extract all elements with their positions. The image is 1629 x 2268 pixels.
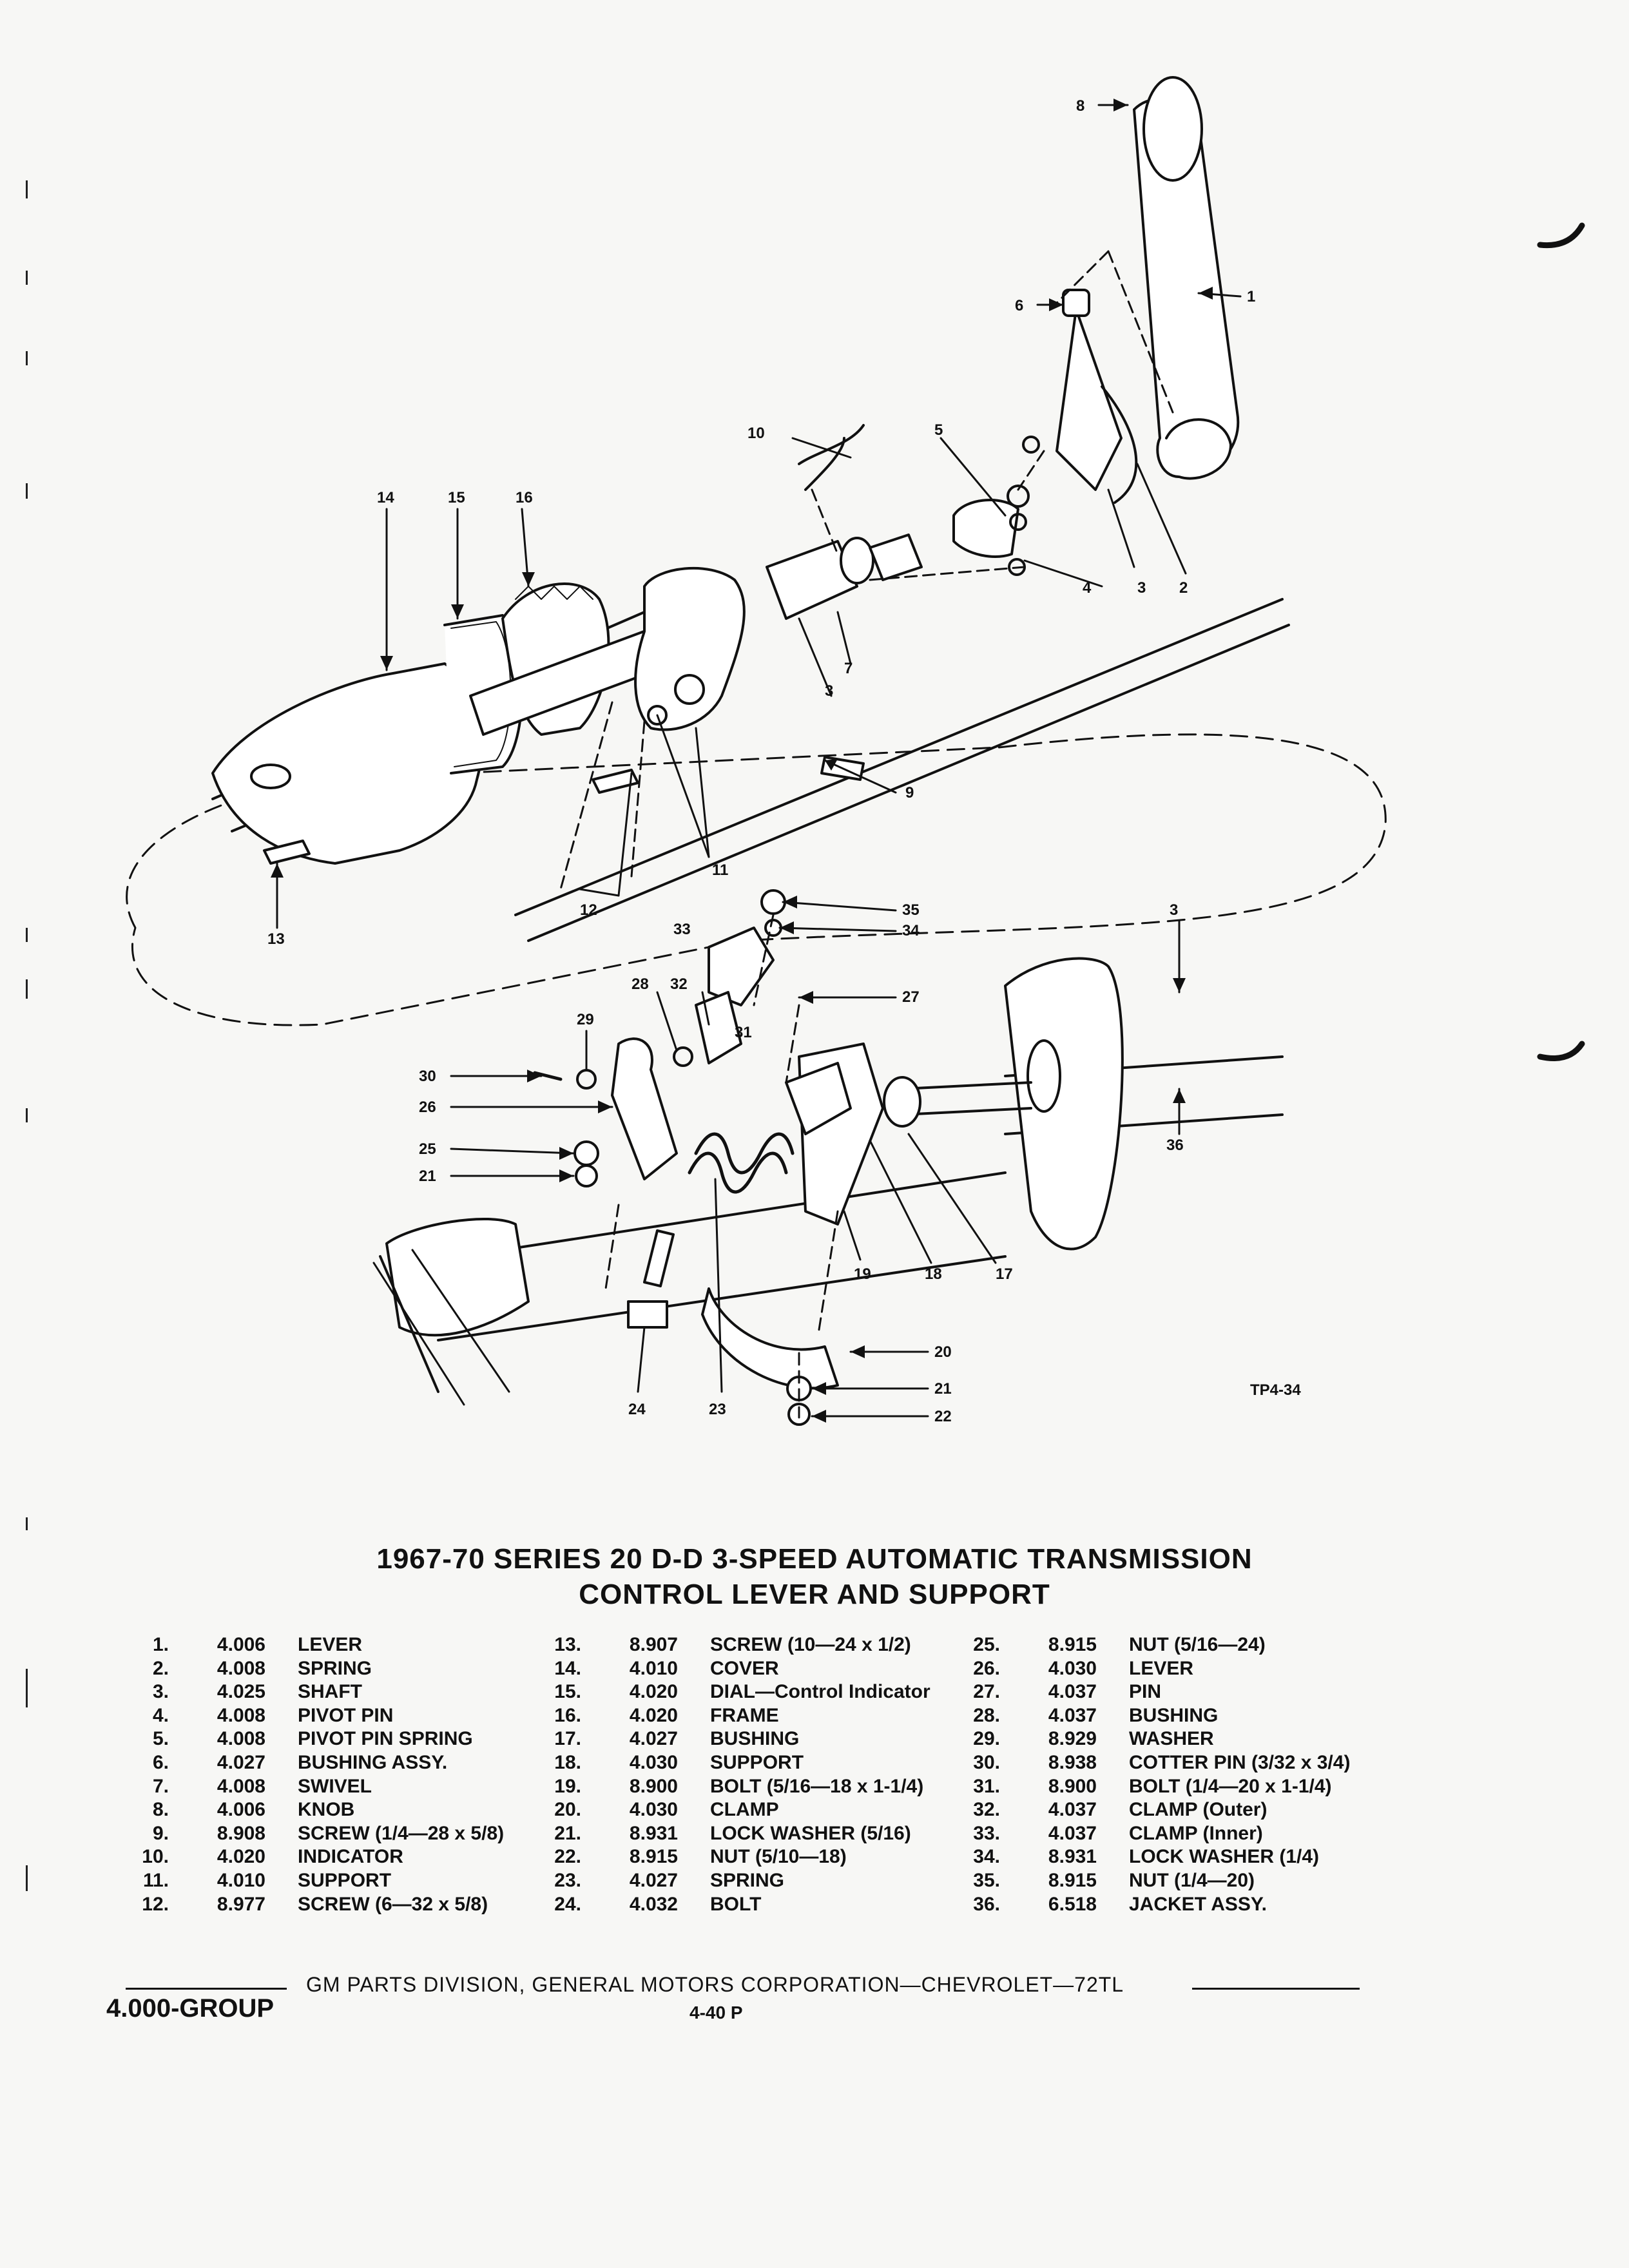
margin-mark xyxy=(26,271,28,285)
callout-16: 16 xyxy=(516,489,533,506)
callout-33: 33 xyxy=(673,921,691,938)
callout-29: 29 xyxy=(577,1011,594,1028)
callout-18: 18 xyxy=(925,1265,942,1283)
callout-32: 32 xyxy=(670,975,688,993)
callout-25: 25 xyxy=(419,1140,436,1158)
callout-34: 34 xyxy=(902,922,920,939)
footer-publisher: GM PARTS DIVISION, GENERAL MOTORS CORPOR… xyxy=(306,1973,1124,1996)
callout-17: 17 xyxy=(996,1265,1013,1283)
callout-3: 3 xyxy=(1170,901,1178,919)
margin-mark xyxy=(26,1669,28,1707)
callout-30: 30 xyxy=(419,1068,436,1085)
callout-35: 35 xyxy=(902,901,920,919)
margin-mark xyxy=(26,979,28,999)
callout-24: 24 xyxy=(628,1401,646,1418)
callout-6: 6 xyxy=(1015,297,1023,314)
callout-11: 11 xyxy=(712,861,728,879)
footer-rule-left xyxy=(126,1988,287,1990)
margin-mark xyxy=(26,351,28,365)
margin-mark xyxy=(26,1108,28,1122)
exploded-parts-diagram: 8 1 6 10 5 14 15 16 4 3 2 3 7 9 11 12 13… xyxy=(126,76,1585,1426)
page-title-line2: CONTROL LEVER AND SUPPORT xyxy=(579,1579,1050,1610)
margin-mark xyxy=(26,180,28,198)
callout-9: 9 xyxy=(905,784,914,802)
callout-14: 14 xyxy=(377,489,394,506)
callout-13: 13 xyxy=(267,930,285,948)
callout-36: 36 xyxy=(1166,1137,1184,1154)
callout-8: 8 xyxy=(1076,97,1084,115)
callout-7: 7 xyxy=(844,660,853,677)
figure-id: TP4-34 xyxy=(1250,1381,1301,1399)
callout-3: 3 xyxy=(1137,579,1146,597)
callout-12: 12 xyxy=(580,901,597,919)
callout-2: 2 xyxy=(1179,579,1188,597)
callout-23: 23 xyxy=(709,1401,726,1418)
callout-1: 1 xyxy=(1247,288,1255,305)
callout-4: 4 xyxy=(1083,579,1092,597)
callout-21: 21 xyxy=(419,1168,436,1185)
callout-26: 26 xyxy=(419,1099,436,1116)
callout-27: 27 xyxy=(902,988,920,1006)
page-number: 4-40 P xyxy=(689,2003,743,2023)
footer-rule-right xyxy=(1192,1988,1360,1990)
page-title-line1: 1967-70 SERIES 20 D-D 3-SPEED AUTOMATIC … xyxy=(376,1543,1253,1575)
callout-21: 21 xyxy=(934,1380,952,1398)
margin-mark xyxy=(26,928,28,942)
callout-28: 28 xyxy=(631,975,649,993)
callout-10: 10 xyxy=(747,425,765,442)
callout-15: 15 xyxy=(448,489,465,506)
callout-5: 5 xyxy=(934,421,943,439)
callout-31: 31 xyxy=(735,1024,752,1041)
group-label: 4.000-GROUP xyxy=(106,1994,275,2023)
callout-22: 22 xyxy=(934,1408,952,1425)
callout-20: 20 xyxy=(934,1343,952,1361)
margin-mark xyxy=(26,1865,28,1891)
margin-mark xyxy=(26,1517,28,1530)
callout-3: 3 xyxy=(825,682,833,700)
margin-mark xyxy=(26,483,28,499)
callout-19: 19 xyxy=(854,1265,871,1283)
